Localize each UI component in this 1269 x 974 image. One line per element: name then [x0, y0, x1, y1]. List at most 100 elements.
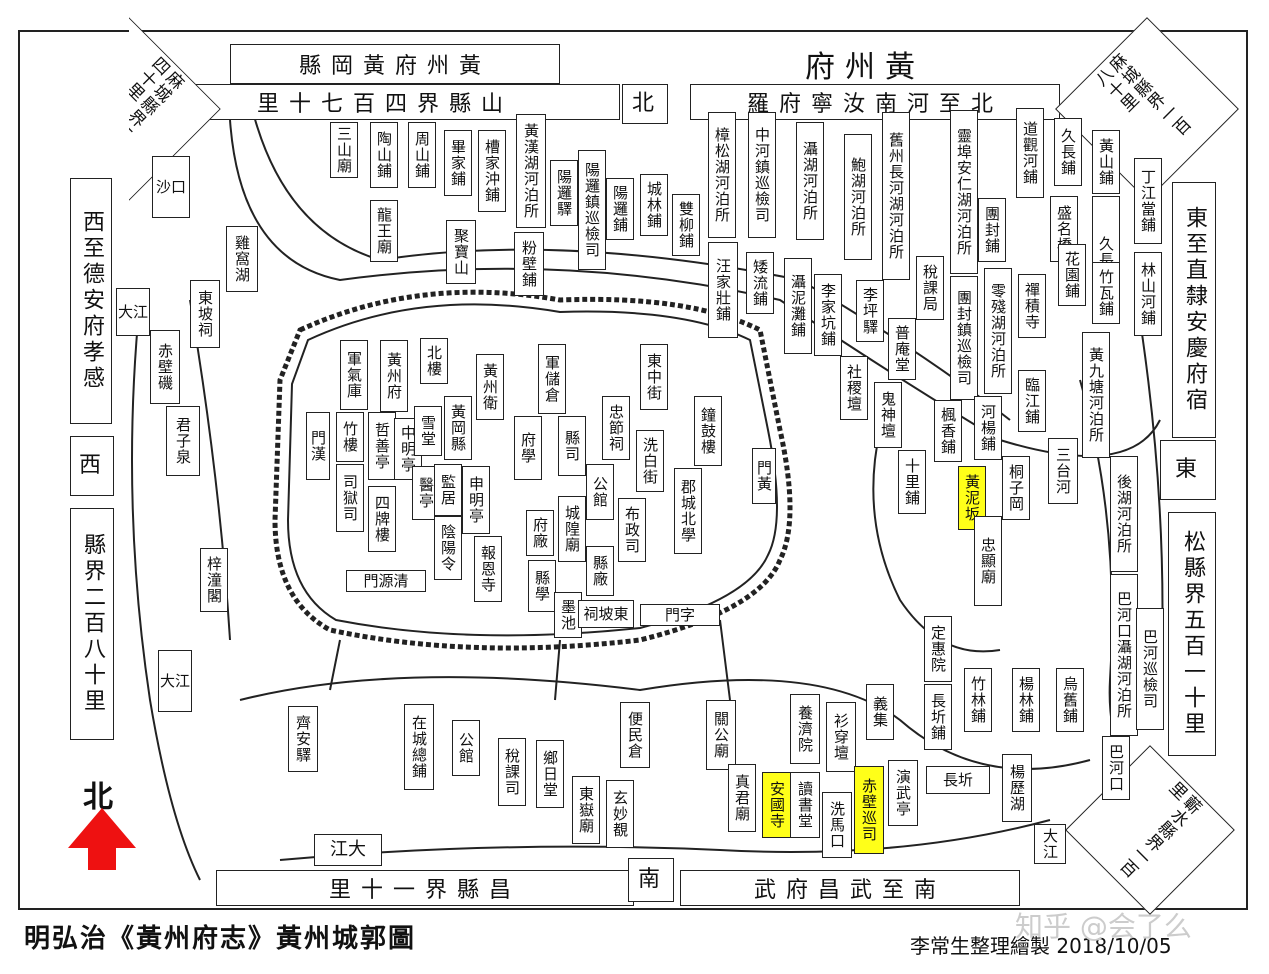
- place-label: 靈埠安仁湖河泊所: [950, 110, 978, 274]
- road-3: [719, 619, 731, 701]
- place-label: 真君廟: [728, 764, 756, 832]
- place-label: 忠節祠: [602, 396, 630, 460]
- west-side-bottom: 縣界二百八十里: [70, 508, 114, 740]
- map-title: 明弘治《黃州府志》黃州城郭圖: [24, 924, 417, 954]
- place-label: 府學: [514, 416, 542, 480]
- place-label: 定惠院: [924, 616, 952, 682]
- place-label: 城隍廟: [558, 496, 586, 562]
- place-label: 烏舊鋪: [1056, 668, 1084, 732]
- west-side-mid: 西: [70, 436, 114, 496]
- place-label: 東嶽廟: [572, 776, 600, 844]
- place-label: 大江: [158, 650, 192, 712]
- place-label: 四牌樓: [368, 486, 396, 552]
- place-label: 大江: [1034, 824, 1066, 864]
- place-label: 沙口: [152, 156, 190, 218]
- west-side-top: 西至德安府孝感: [70, 178, 112, 424]
- place-label: 東坡祠: [190, 280, 220, 348]
- place-label: 聚寶山: [446, 220, 476, 284]
- place-label: 君子泉: [166, 406, 200, 476]
- map-frame: [18, 30, 1248, 910]
- north-indicator-label: 北: [83, 780, 113, 815]
- river-south: [239, 676, 1091, 770]
- place-label: 演武亭: [888, 760, 918, 826]
- place-label: 鬼神壇: [874, 382, 902, 448]
- place-label: 黃山鋪: [1092, 130, 1120, 194]
- place-label: 李坪驛: [856, 280, 884, 342]
- place-label: 便民倉: [620, 702, 650, 768]
- place-label: 灄泥灘鋪: [784, 258, 812, 354]
- place-label: 黃九塘河泊所: [1082, 332, 1110, 458]
- place-label: 墨池: [554, 592, 582, 638]
- place-label: 陽邏鋪: [606, 178, 634, 240]
- place-label: 雪堂: [414, 406, 442, 456]
- place-label: 十里鋪: [898, 450, 926, 514]
- lake-east: [872, 429, 1001, 653]
- place-label: 汪家壯鋪: [708, 242, 738, 338]
- place-label: 黃漢湖河泊所: [516, 114, 546, 228]
- place-label: 竹樓: [336, 412, 364, 462]
- place-label: 公館: [452, 720, 480, 776]
- place-label: 久長鋪: [1054, 118, 1082, 186]
- place-label: 衫穿壇: [826, 702, 856, 772]
- place-label: 畢家鋪: [444, 130, 472, 196]
- place-label: 鐘鼓樓: [694, 396, 722, 466]
- south-box: 南: [628, 858, 674, 902]
- top-left-bar: 縣岡黃府州黃: [230, 44, 560, 84]
- place-label: 舊州長河湖河泊所: [882, 112, 910, 280]
- place-label: 在城總鋪: [404, 704, 434, 790]
- place-label: 龍王廟: [370, 200, 398, 262]
- top-right-bar: 羅府寧汝南河至北: [690, 84, 1060, 120]
- place-label: 洗馬口: [822, 792, 852, 858]
- place-label: 巴河口灄湖河泊所: [1110, 574, 1138, 736]
- place-label: 司獄司: [336, 464, 364, 532]
- place-label: 齊安驛: [288, 706, 318, 772]
- city-wall: [272, 289, 793, 651]
- place-label: 中河鎮巡檢司: [748, 112, 776, 238]
- place-label: 門漢: [306, 412, 330, 480]
- place-label: 門源清: [346, 570, 426, 592]
- north-box: 北: [622, 84, 668, 124]
- place-label: 桐子岡: [1002, 456, 1030, 520]
- east-side-bottom: 松縣界五百一十里: [1168, 512, 1216, 756]
- place-label: 哲善亭: [368, 412, 396, 480]
- place-label: 門黃: [752, 448, 776, 504]
- place-label: 黃州府: [380, 340, 408, 412]
- place-label: 城林鋪: [640, 174, 668, 236]
- place-label: 申明亭: [462, 466, 490, 534]
- place-label: 道觀河鋪: [1016, 108, 1044, 198]
- road-1: [329, 639, 341, 691]
- top-left-bar-2: 里十七百四界縣山: [150, 84, 620, 120]
- place-label: 軍儲倉: [538, 344, 566, 414]
- place-label: 李家坑鋪: [814, 274, 842, 356]
- place-label: 團封鋪: [978, 198, 1006, 262]
- place-label: 長圻: [926, 766, 990, 794]
- road-2: [554, 639, 561, 701]
- place-label: 玄妙覩: [606, 780, 634, 848]
- place-label: 巴河巡檢司: [1136, 608, 1164, 730]
- place-label: 縣司: [558, 416, 586, 476]
- map-author: 李常生整理繪製 2018/10/05: [910, 934, 1172, 958]
- river-west: [131, 299, 201, 881]
- place-label: 北樓: [420, 338, 448, 384]
- place-label: 府廠: [526, 510, 554, 556]
- place-label: 雙柳鋪: [672, 194, 700, 256]
- place-label: 門字: [640, 604, 720, 626]
- place-label: 三台河: [1048, 438, 1078, 504]
- place-label: 灄湖河泊所: [796, 122, 824, 240]
- place-label: 粉壁鋪: [514, 232, 544, 296]
- place-label: 黃岡縣: [444, 396, 472, 460]
- place-label: 黃州衛: [476, 354, 504, 420]
- north-arrow-icon: [68, 808, 136, 870]
- place-label: 祠坡東: [578, 600, 634, 628]
- bottom-left-bar: 里十一界縣昌: [216, 870, 634, 906]
- place-label: 義集: [866, 684, 894, 740]
- place-label: 三山廟: [330, 122, 358, 178]
- place-label: 陽邏鎮巡檢司: [578, 150, 606, 270]
- city-wall-inner: [286, 303, 778, 637]
- place-label: 赤壁磯: [150, 330, 180, 404]
- place-label: 軍氣庫: [340, 340, 368, 410]
- place-label: 團封鎮巡檢司: [950, 276, 978, 400]
- place-label: 陽邏驛: [550, 160, 578, 226]
- place-label: 長圻鋪: [924, 684, 952, 750]
- place-label: 梓潼閣: [200, 548, 228, 612]
